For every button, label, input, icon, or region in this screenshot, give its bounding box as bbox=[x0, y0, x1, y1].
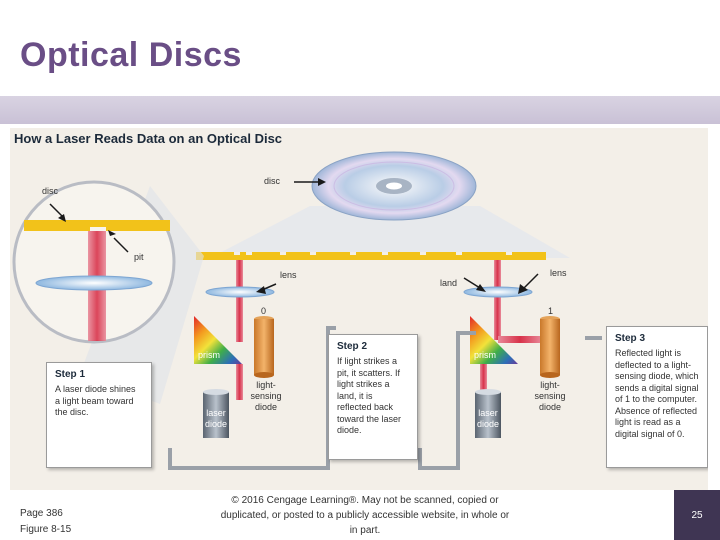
step-2-text: If light strikes a pit, it scatters. If … bbox=[337, 356, 402, 435]
label-sensor-right: light- sensing diode bbox=[534, 380, 566, 412]
slide-title: Optical Discs bbox=[20, 36, 242, 74]
label-bit-zero: 0 bbox=[261, 306, 267, 316]
label-prism-left: prism bbox=[198, 350, 220, 360]
label-bit-one: 1 bbox=[548, 306, 554, 316]
step-3-heading: Step 3 bbox=[615, 333, 646, 344]
figure-artwork bbox=[12, 151, 602, 470]
laser-disc-figure: How a Laser Reads Data on an Optical Dis… bbox=[10, 128, 708, 490]
label-disc-inset: disc bbox=[42, 186, 59, 196]
label-disc-top: disc bbox=[264, 176, 281, 186]
step-1-box: Step 1 A laser diode shines a light beam… bbox=[46, 362, 152, 468]
step-2-box: Step 2 If light strikes a pit, it scatte… bbox=[328, 334, 418, 460]
label-pit: pit bbox=[134, 252, 144, 262]
label-lens-right: lens bbox=[550, 268, 567, 278]
slide-number: 25 bbox=[674, 490, 720, 540]
step-1-heading: Step 1 bbox=[55, 369, 86, 380]
step-3-text: Reflected light is deflected to a light-… bbox=[615, 348, 699, 439]
step-2-heading: Step 2 bbox=[337, 341, 368, 352]
page-reference: Page 386 bbox=[20, 508, 63, 519]
label-land: land bbox=[440, 278, 458, 288]
figure-title: How a Laser Reads Data on an Optical Dis… bbox=[14, 131, 283, 146]
label-sensor-left: light- sensing diode bbox=[250, 380, 282, 412]
step-1-text: A laser diode shines a light beam toward… bbox=[55, 384, 136, 417]
label-laser-left: laser diode bbox=[204, 408, 228, 429]
step-3-box: Step 3 Reflected light is deflected to a… bbox=[606, 326, 708, 468]
label-laser-right: laser diode bbox=[476, 408, 500, 429]
label-prism-right: prism bbox=[474, 350, 496, 360]
figure-reference: Figure 8-15 bbox=[20, 524, 72, 535]
title-band bbox=[0, 96, 720, 124]
copyright-notice: © 2016 Cengage Learning®. May not be sca… bbox=[220, 495, 510, 536]
label-lens-left: lens bbox=[280, 270, 297, 280]
